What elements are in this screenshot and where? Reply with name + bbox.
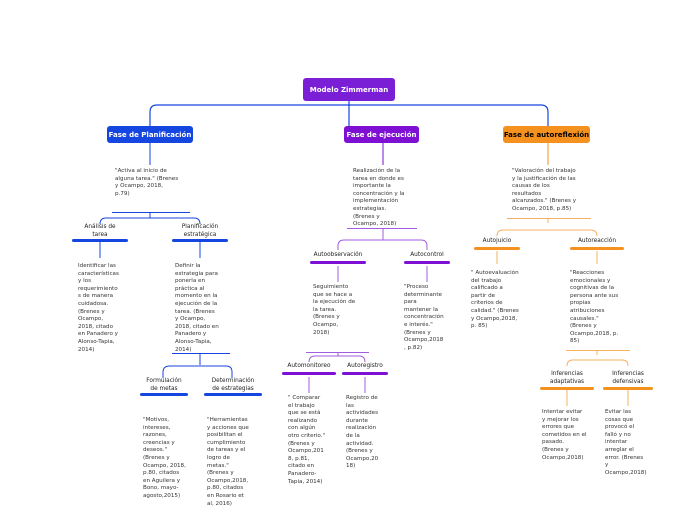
planning-description: "Activa al inicio de alguna tarea." (Bre… <box>115 168 179 197</box>
reflection-description: "Valoración del trabajo y la justificaci… <box>512 168 577 212</box>
self-control-description: "Proceso determinante para mantener la c… <box>404 284 444 351</box>
strategic-planning-description: Definir la estrategia para ponerla en pr… <box>175 263 219 353</box>
adaptive-inferences-description: Intentar evitar y mejorar los errores qu… <box>542 409 587 461</box>
defensive-inferences-bar <box>603 387 653 390</box>
self-control-bar <box>404 261 450 264</box>
adaptive-inferences-bar <box>540 387 594 390</box>
execution-description-underline <box>347 228 417 229</box>
goals-formulation-bar <box>140 393 188 396</box>
self-monitoring-bar <box>282 372 336 375</box>
task-analysis-description: Identificar las características y los re… <box>78 263 119 353</box>
self-observation-bar <box>310 261 366 264</box>
goals-formulation-description: "Motivos, intereses, razones, creencias … <box>143 417 186 499</box>
task-analysis-bar <box>72 239 128 242</box>
planning-phase-node[interactable]: Fase de Planificación <box>107 126 193 143</box>
reflection-phase-node[interactable]: Fase de autoreflexión <box>503 126 590 143</box>
strategic-planning-label[interactable]: Planificación estratégica <box>181 224 219 238</box>
planning-description-underline <box>112 212 190 213</box>
reflection-description-underline <box>507 218 591 219</box>
self-reaction-label[interactable]: Autoreacción <box>577 238 617 244</box>
execution-phase-node[interactable]: Fase de ejecución <box>344 126 419 143</box>
strategic-planning-underline <box>172 353 230 354</box>
self-observation-underline <box>306 352 369 353</box>
strategic-planning-bar <box>172 239 228 242</box>
strategies-determination-label[interactable]: Determinación de estrategias <box>211 378 255 392</box>
self-control-label[interactable]: Autocontrol <box>410 252 444 258</box>
self-reaction-bar <box>570 247 624 250</box>
self-monitoring-label[interactable]: Automonitoreo <box>287 363 331 369</box>
self-observation-label[interactable]: Autoobservación <box>313 252 363 258</box>
self-observation-description: Seguimiento que se hace a la ejecución d… <box>313 284 356 336</box>
self-reaction-description: "Reacciones emocionales y cognitivas de … <box>570 270 619 345</box>
strategies-determination-bar <box>204 393 262 396</box>
goals-formulation-label[interactable]: Formulación de metas <box>146 378 182 392</box>
task-analysis-label[interactable]: Análisis de tarea <box>84 224 116 238</box>
adaptive-inferences-label[interactable]: Inferencias adaptativas <box>549 371 585 385</box>
root-node[interactable]: Modelo Zimmerman <box>303 78 395 101</box>
self-judgment-label[interactable]: Autojuicio <box>482 238 512 244</box>
self-reaction-underline <box>566 350 630 351</box>
execution-description: Realización de la tarea en donde es impo… <box>353 168 405 228</box>
defensive-inferences-label[interactable]: Inferencias defensivas <box>612 371 644 385</box>
self-judgment-bar <box>474 247 520 250</box>
strategies-determination-description: "Herramientas y acciones que posibilitan… <box>207 417 249 507</box>
self-recording-bar <box>342 372 388 375</box>
self-monitoring-description: " Comparar el trabajo que se está realiz… <box>288 395 326 485</box>
self-recording-description: Registro de las actividades durante real… <box>346 395 379 470</box>
self-judgment-description: " Autoevaluación del trabajo calificado … <box>471 270 519 330</box>
defensive-inferences-description: Evitar las cosas que provocó el falló y … <box>605 409 647 476</box>
self-recording-label[interactable]: Autoregistro <box>347 363 383 369</box>
